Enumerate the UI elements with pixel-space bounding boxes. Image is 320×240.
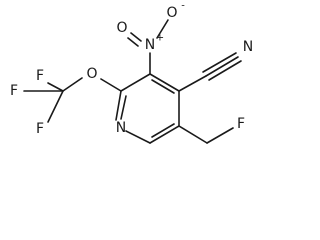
- chemical-structure-diagram: O - N + O O F F F N N F: [10, 1, 253, 144]
- nitrile-nitrogen-label: N: [243, 39, 253, 55]
- ring-bond-c3-c4: [149, 73, 180, 92]
- cf3-fluorine-bottom-label: F: [36, 121, 44, 137]
- ring-bond-c6-n1: [125, 130, 151, 144]
- bond-c2-ether-o: [100, 78, 122, 92]
- ring-bond-c5-c6-inner: [151, 123, 175, 138]
- nitro-nitrogen-plus-charge: +: [156, 33, 164, 44]
- fluoromethyl-fluorine-label: F: [237, 116, 245, 132]
- bond-cf3-c-f-bottom: [47, 90, 64, 123]
- cf3-fluorine-left-label: F: [10, 83, 18, 99]
- ring-bond-n1-c2-inner: [120, 95, 127, 120]
- bond-c4-nitrile-c: [178, 75, 207, 92]
- ring-bond-c5-c6: [149, 125, 180, 144]
- cf3-fluorine-top-label: F: [36, 68, 44, 84]
- bond-nitro-n-o-top: [156, 19, 169, 39]
- bond-ch2-f: [206, 127, 234, 144]
- ring-bond-c3-c4-inner: [151, 79, 175, 94]
- ring-nitrogen-label: N: [116, 120, 126, 136]
- trifluoromethoxy-group: [23, 77, 122, 123]
- bond-nitro-n-o-left-1: [130, 32, 142, 42]
- triple-bond-3: [208, 60, 242, 81]
- ring-bond-n1-c2: [115, 90, 122, 121]
- fluoromethyl-group: [178, 125, 234, 144]
- ring-bond-c2-c3: [120, 73, 151, 92]
- nitro-oxygen-left-label: O: [116, 20, 127, 36]
- triple-bond-2: [202, 52, 237, 73]
- pyridine-ring: [115, 73, 180, 144]
- triple-bond-1: [205, 56, 239, 77]
- bond-cf3-c-f-top: [47, 82, 64, 92]
- ether-oxygen-label: O: [86, 66, 97, 82]
- bond-c5-ch2: [178, 125, 208, 144]
- nitro-oxygen-minus-charge: -: [181, 1, 185, 12]
- bond-ether-o-cf3-c: [62, 77, 83, 92]
- nitro-group: [127, 19, 169, 75]
- bond-nitro-n-o-left-2: [127, 37, 139, 47]
- nitro-oxygen-top-label: O: [166, 5, 177, 21]
- nitro-nitrogen-label: N: [145, 37, 155, 53]
- nitrile-group: [178, 52, 242, 92]
